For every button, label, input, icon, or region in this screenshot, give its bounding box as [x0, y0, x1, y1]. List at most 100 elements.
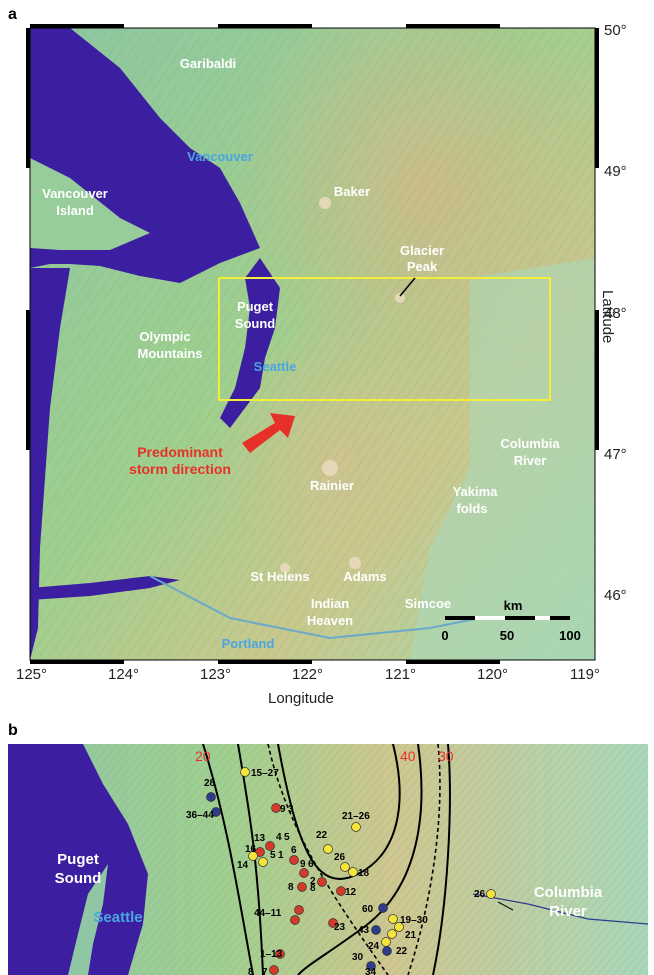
terrain-map: Garibaldi Vancouver Vancouver Island Bak… — [30, 28, 595, 660]
sample-label: 60 — [362, 904, 374, 915]
sample-label: 21 — [405, 930, 417, 941]
columbia-river-line — [149, 575, 481, 640]
sample-label: 8 — [248, 967, 254, 975]
sample-label: 13 — [254, 833, 266, 844]
label-olympic-2: Mountains — [138, 346, 203, 361]
adams-peak-marker — [349, 557, 361, 569]
glacier-peak-marker — [395, 293, 405, 303]
map-panel-b: 20 40 30 Puget Sound Seattle Columbia Ri… — [8, 744, 648, 975]
sample-dot-yellow — [248, 851, 258, 861]
sample-dot-red — [271, 803, 281, 813]
label-simcoe: Simcoe — [405, 596, 451, 611]
sample-label: 19–30 — [400, 915, 428, 926]
sample-label: 30 — [352, 952, 364, 963]
sample-label: 28 — [204, 778, 216, 789]
contour-label-30: 30 — [438, 748, 454, 764]
sample-dot-yellow — [394, 922, 404, 932]
sample-label: 2 — [310, 876, 316, 887]
label-rainier: Rainier — [310, 478, 354, 493]
sample-dot-blue — [371, 925, 381, 935]
sample-label: 8 — [310, 883, 316, 894]
pacific-ocean — [30, 268, 70, 660]
lat-tick-46: 46° — [604, 587, 627, 604]
sample-label: 23 — [334, 922, 346, 933]
sample-dot-red — [299, 868, 309, 878]
sample-dot-red — [297, 882, 307, 892]
sample-dot-blue — [366, 961, 376, 971]
glacier-peak-pointer — [399, 277, 416, 297]
scale-tick-0: 0 — [441, 628, 448, 643]
sample-dot-red — [336, 886, 346, 896]
lon-tick-125: 125° — [16, 666, 48, 683]
scale-tick-100: 100 — [559, 628, 581, 643]
contour-line — [432, 744, 451, 975]
label-glacier-peak-1: Glacier — [400, 243, 444, 258]
sample-label: 16 — [245, 844, 257, 855]
columbia-river-b — [472, 893, 648, 925]
label-columbia-b-2: River — [549, 903, 587, 920]
label-seattle-b: Seattle — [93, 909, 142, 926]
contour-line — [277, 744, 401, 880]
scale-unit: km — [504, 598, 523, 613]
sample-dot-blue — [211, 807, 221, 817]
island-b — [68, 864, 108, 975]
sample-label: 34 — [365, 967, 377, 975]
sample-points — [206, 767, 496, 975]
label-indian-heaven-1: Indian — [311, 596, 349, 611]
contour-line — [202, 744, 254, 975]
sample-label: 43 — [358, 925, 370, 936]
lat-tick-47: 47° — [604, 446, 627, 463]
map-border — [26, 24, 599, 664]
sample-label: 3 — [288, 804, 294, 815]
label-baker: Baker — [334, 184, 370, 199]
sample-dot-yellow — [387, 929, 397, 939]
label-columbia-1: Columbia — [500, 436, 560, 451]
sample-dot-yellow — [323, 844, 333, 854]
sample-label: 18 — [358, 868, 370, 879]
label-storm-2: storm direction — [129, 461, 231, 477]
sample-label: 15–27 — [251, 768, 279, 779]
sample-dot-red — [289, 855, 299, 865]
sample-label: 9 — [280, 804, 286, 815]
sample-label: 21–26 — [342, 811, 370, 822]
label-columbia-b-1: Columbia — [534, 884, 603, 901]
sample-label: 6 — [291, 845, 297, 856]
label-vancouver-island-1: Vancouver — [42, 186, 108, 201]
sample-dot-yellow — [381, 937, 391, 947]
lon-tick-121: 121° — [385, 666, 417, 683]
sample-label: 4 — [276, 832, 282, 843]
label-yakima-1: Yakima — [453, 484, 499, 499]
label-portland: Portland — [222, 636, 275, 651]
label-puget-sound-2: Sound — [235, 316, 275, 331]
sample-dot-red — [317, 877, 327, 887]
sample-dot-yellow — [348, 867, 358, 877]
scale-tick-50: 50 — [500, 628, 514, 643]
map-panel-a: Garibaldi Vancouver Vancouver Island Bak… — [30, 28, 595, 660]
sample-dot-red — [269, 965, 279, 975]
contour-line — [237, 744, 264, 975]
sample-dot-yellow — [340, 862, 350, 872]
sample-label: 26 — [474, 889, 486, 900]
puget-sound-water — [220, 258, 280, 428]
sample-label: 6 — [308, 859, 314, 870]
sample-label: 9 — [300, 859, 306, 870]
label-yakima-2: folds — [456, 501, 487, 516]
contour-label-20: 20 — [195, 748, 211, 764]
label-puget-b-2: Sound — [55, 870, 102, 887]
sample-dot-yellow — [388, 914, 398, 924]
label-storm-1: Predominant — [137, 444, 223, 460]
sample-label: 26 — [334, 852, 346, 863]
sample-label: 22 — [316, 830, 328, 841]
lon-tick-119: 119° — [570, 666, 600, 683]
vancouver-island — [30, 158, 150, 250]
st-helens-peak-marker — [280, 563, 290, 573]
detail-map: 20 40 30 Puget Sound Seattle Columbia Ri… — [8, 744, 648, 975]
lon-tick-120: 120° — [477, 666, 509, 683]
panel-b-letter: b — [8, 722, 18, 739]
label-garibaldi: Garibaldi — [180, 56, 236, 71]
contour-dashed — [407, 744, 441, 975]
label-st-helens: St Helens — [250, 569, 309, 584]
label-puget-b-1: Puget — [57, 851, 99, 868]
sample-label: 8 — [288, 882, 294, 893]
sample-label: 24 — [368, 941, 380, 952]
